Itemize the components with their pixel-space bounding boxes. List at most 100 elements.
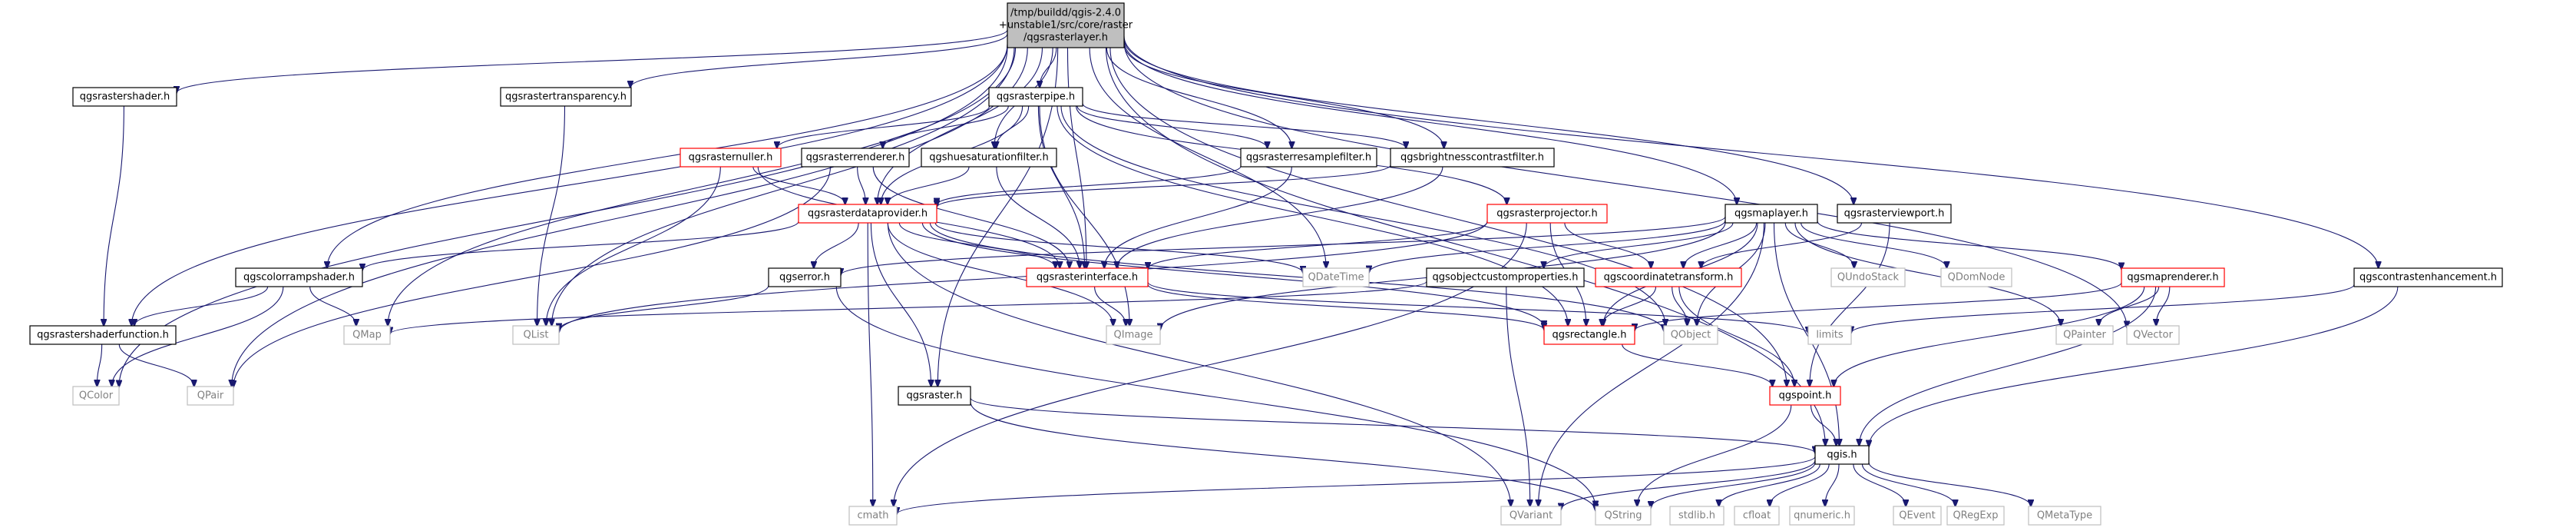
edge-qgis-to-qnumeric [1825, 463, 1840, 506]
edge-qgis-to-QEvent [1853, 463, 1906, 506]
node-limits: limits [1807, 325, 1852, 345]
edge-root-to-qgsrasterresamplefilter [1106, 47, 1291, 148]
edge-qgsmaplayer-to-QDomNode [1801, 222, 1947, 268]
node-QRegExp-box [1946, 506, 2005, 526]
edge-qgsrasterprojector-to-cmath [894, 222, 1527, 506]
node-qgsrasterinterface[interactable]: qgsrasterinterface.h [1026, 267, 1149, 287]
edge-qgsrasterprojector-to-QList [559, 221, 1488, 332]
node-qgsbrightnesscontrastfilter-label: qgsbrightnesscontrastfilter.h [1400, 152, 1544, 164]
node-qgsrastertransparency-box [500, 87, 632, 107]
node-QColor: QColor [72, 386, 120, 406]
edge-qgsrasterdataprovider-to-qgsrasterinterface [898, 222, 1055, 268]
node-qgscontrastenhancement-label: qgscontrastenhancement.h [2359, 272, 2497, 284]
edge-qgsmaprenderer-to-qgspoint [1834, 286, 2145, 387]
node-qgsbrightnesscontrastfilter[interactable]: qgsbrightnesscontrastfilter.h [1390, 148, 1555, 168]
node-qgsrasterprojector-box [1486, 204, 1608, 224]
node-QObject-label: QObject [1671, 330, 1711, 341]
node-limits-label: limits [1816, 330, 1844, 341]
edge-qgsrastershaderfunction-to-QColor [97, 343, 103, 387]
node-QUndoStack-label: QUndoStack [1837, 272, 1900, 284]
edge-qgsrastertransparency-to-QList [537, 105, 566, 326]
node-qgscoordinatetransform[interactable]: qgscoordinatetransform.h [1595, 267, 1742, 287]
node-qgsrectangle[interactable]: qgsrectangle.h [1543, 325, 1635, 345]
node-root-box [1007, 2, 1125, 48]
node-qnumeric: qnumeric.h [1789, 506, 1855, 526]
node-QUndoStack-box [1830, 267, 1906, 287]
node-qgsrasterpipe-label: qgsrasterpipe.h [997, 91, 1075, 103]
node-qgsrastershaderfunction[interactable]: qgsrastershaderfunction.h [29, 325, 177, 345]
node-qgsrasterdataprovider[interactable]: qgsrasterdataprovider.h [798, 204, 937, 224]
edge-qgsmaplayer-to-qgserror [841, 216, 1726, 275]
edge-qgsmaprenderer-to-QPainter [2098, 286, 2160, 326]
node-root-label: /tmp/buildd/qgis-2.4.0 [1010, 8, 1121, 19]
node-qgsraster[interactable]: qgsraster.h [898, 386, 971, 406]
node-qgsrasternuller[interactable]: qgsrasternuller.h [680, 148, 782, 168]
node-QVector-box [2126, 325, 2180, 345]
node-qgscontrastenhancement[interactable]: qgscontrastenhancement.h [2353, 267, 2503, 287]
node-layer: /tmp/buildd/qgis-2.4.0+unstable1/src/cor… [29, 2, 2503, 526]
node-qgsrastertransparency[interactable]: qgsrastertransparency.h [500, 87, 632, 107]
edge-qgsmaplayer-to-QDateTime [1369, 220, 1726, 273]
node-qgshuesaturationfilter[interactable]: qgshuesaturationfilter.h [921, 148, 1057, 168]
edge-qgspoint-to-QString [1637, 404, 1792, 506]
node-qgsraster-label: qgsraster.h [907, 390, 963, 402]
edge-qgsrasterviewport-to-qgspoint [1810, 222, 1890, 387]
node-qgsrastershader-label: qgsrastershader.h [80, 91, 170, 103]
edge-qgsrasterpipe-to-QImage [1039, 105, 1129, 326]
node-QList-label: QList [524, 330, 549, 341]
node-qgserror[interactable]: qgserror.h [768, 267, 842, 287]
node-QEvent-label: QEvent [1899, 510, 1935, 522]
edge-root-to-qgsrastertransparency [630, 33, 1008, 88]
edge-qgis-to-stdlib [1719, 463, 1820, 506]
node-qgsmaprenderer-box [2121, 267, 2225, 287]
edge-qgsbrightnesscontrastfilter-to-qgsrasterdataprovider [937, 164, 1391, 207]
edge-root-to-qgsrastershader [177, 29, 1008, 93]
node-qgscolorrampshader-label: qgscolorrampshader.h [243, 272, 355, 284]
edge-root-to-qgsrasterdataprovider [878, 47, 1043, 204]
node-root[interactable]: /tmp/buildd/qgis-2.4.0+unstable1/src/cor… [999, 2, 1133, 48]
edge-qgsrasterrenderer-to-qgsrasterdataprovider [857, 166, 866, 204]
node-QDateTime-label: QDateTime [1308, 272, 1364, 284]
node-qgsrasterresamplefilter[interactable]: qgsrasterresamplefilter.h [1240, 148, 1377, 168]
node-qgsrasterpipe[interactable]: qgsrasterpipe.h [988, 87, 1083, 107]
node-QVariant: QVariant [1500, 506, 1562, 526]
node-qgsmaplayer[interactable]: qgsmaplayer.h [1724, 204, 1818, 224]
edge-qgsrasterresamplefilter-to-qgsrasterinterface [1104, 166, 1292, 268]
node-root-label: +unstable1/src/core/raster [999, 20, 1133, 32]
node-qgsrasterpipe-box [988, 87, 1083, 107]
node-QPainter-box [2055, 325, 2114, 345]
edge-qgsrasterinterface-to-limits [1147, 281, 1808, 334]
node-QVector-label: QVector [2133, 330, 2173, 341]
node-QDateTime: QDateTime [1302, 267, 1370, 287]
node-qgscolorrampshader-box [235, 267, 363, 287]
node-QPair: QPair [187, 386, 234, 406]
node-cmath: cmath [848, 506, 898, 526]
node-qgspoint[interactable]: qgspoint.h [1769, 386, 1841, 406]
node-qgsrectangle-box [1543, 325, 1635, 345]
node-qgis[interactable]: qgis.h [1814, 445, 1870, 465]
node-qgscolorrampshader[interactable]: qgscolorrampshader.h [235, 267, 363, 287]
edge-qgsrasterdataprovider-to-qgsrectangle [921, 222, 1544, 327]
node-qgsrasterrenderer[interactable]: qgsrasterrenderer.h [801, 148, 910, 168]
node-qgsobjectcustomproperties-label: qgsobjectcustomproperties.h [1433, 272, 1579, 284]
node-QMap-label: QMap [352, 330, 382, 341]
node-QRegExp-label: QRegExp [1953, 510, 1998, 522]
edge-root-to-qgsmaplayer [1123, 41, 1737, 204]
edge-root-to-QVector [1123, 41, 2127, 328]
node-QList: QList [512, 325, 560, 345]
node-QUndoStack: QUndoStack [1830, 267, 1906, 287]
node-qgsrastershader[interactable]: qgsrastershader.h [72, 87, 177, 107]
node-qgsrasterprojector[interactable]: qgsrasterprojector.h [1486, 204, 1608, 224]
edge-qgsrasterinterface-to-qgsrectangle [1147, 284, 1544, 330]
edge-qgsmaplayer-to-qgsobjectcustomproperties [1544, 222, 1734, 268]
node-qgsmaprenderer[interactable]: qgsmaprenderer.h [2121, 267, 2225, 287]
node-QDomNode: QDomNode [1940, 267, 2012, 287]
node-qgspoint-label: qgspoint.h [1779, 390, 1832, 402]
edge-qgsraster-to-qgis [970, 397, 1815, 453]
node-qgsobjectcustomproperties[interactable]: qgsobjectcustomproperties.h [1426, 267, 1585, 287]
node-QMetaType-box [2028, 506, 2101, 526]
node-qgsrasterviewport[interactable]: qgsrasterviewport.h [1837, 204, 1952, 224]
node-QMetaType: QMetaType [2028, 506, 2101, 526]
node-qgsrasterdataprovider-box [798, 204, 937, 224]
node-qgserror-box [768, 267, 842, 287]
